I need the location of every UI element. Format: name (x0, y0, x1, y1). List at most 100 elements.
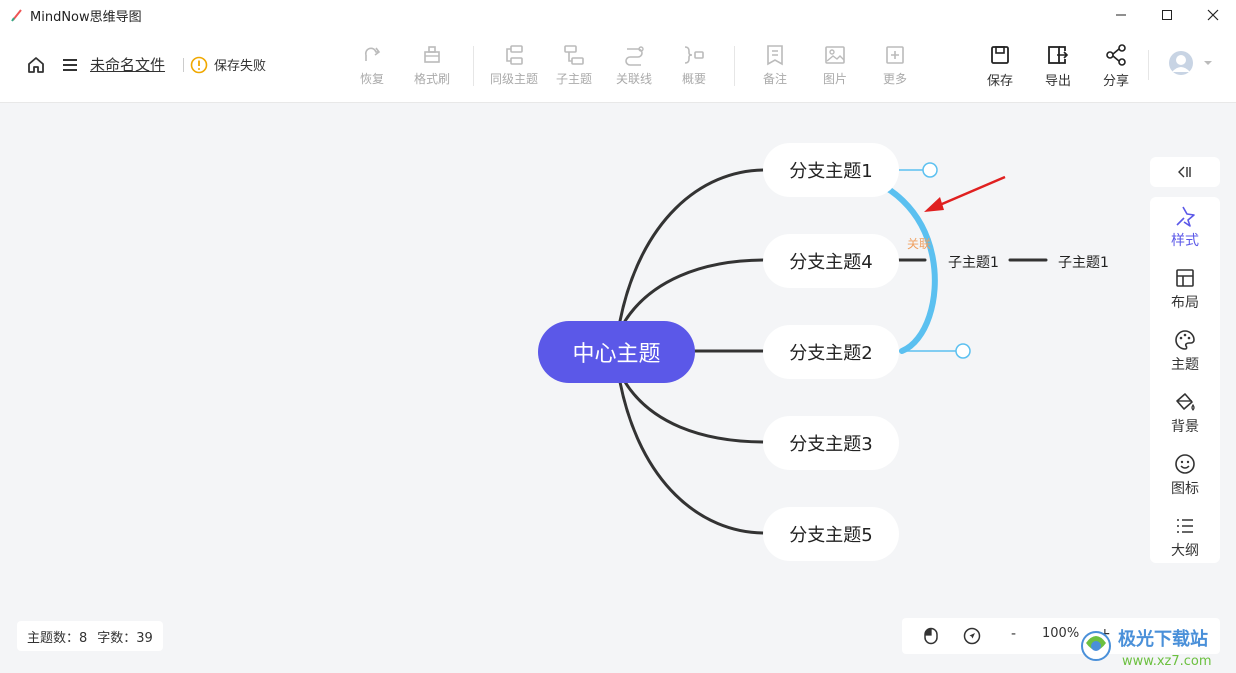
panel-item-label: 大纲 (1171, 543, 1199, 559)
panel-item-outline[interactable]: 大纲 (1150, 515, 1220, 571)
branch-topic-text: 分支主题2 (789, 343, 873, 364)
smiley-icon (1175, 454, 1195, 474)
redo-icon (364, 47, 381, 61)
note-label: 备注 (762, 72, 787, 86)
subtopic-node[interactable]: 子主题1 (948, 255, 999, 271)
outline-icon (1177, 519, 1193, 533)
branch-topic-node[interactable]: 分支主题3 (763, 416, 899, 470)
branch-topic-node[interactable]: 分支主题1 (763, 143, 899, 197)
status-counts: 主题数：8 字数：39 (17, 621, 163, 651)
relation-line-button[interactable]: 关联线 (604, 44, 664, 92)
topic-count: 主题数：8 (27, 630, 88, 646)
export-button[interactable]: 导出 (1028, 44, 1088, 92)
branch-connector-3 (623, 380, 767, 444)
avatar-icon (1169, 51, 1193, 75)
panel-item-background[interactable]: 背景 (1150, 391, 1220, 447)
image-label: 图片 (822, 72, 847, 86)
collapse-icon (1178, 166, 1191, 178)
subtopic-button[interactable]: 子主题 (544, 44, 604, 92)
toolbar-divider (473, 46, 474, 86)
zoom-level: 100% (1042, 626, 1080, 641)
center-topic-node[interactable]: 中心主题 (538, 321, 695, 383)
collapse-panel-button[interactable] (1150, 157, 1220, 187)
toolbar-divider (1148, 50, 1149, 80)
summary-button[interactable]: 概要 (664, 44, 724, 92)
layout-icon (1176, 269, 1194, 287)
relation-handle-1 (922, 162, 938, 178)
sibling-topic-icon (506, 45, 523, 65)
main-toolbar: 未命名文件 保存失败 (0, 30, 1236, 103)
more-icon (886, 46, 904, 64)
branch-topic-text: 分支主题5 (789, 525, 873, 546)
save-label: 保存 (986, 74, 1013, 89)
redo-button[interactable]: 恢复 (342, 44, 402, 92)
format-brush-icon (424, 46, 440, 63)
subtopic-label: 子主题 (555, 72, 592, 86)
file-name-link[interactable]: 未命名文件 (90, 56, 166, 74)
zoom-out-button[interactable]: - (1011, 626, 1017, 642)
maximize-button[interactable] (1144, 0, 1190, 30)
save-status-text: 保存失败 (214, 59, 267, 74)
user-menu[interactable] (1168, 50, 1214, 76)
summary-label: 概要 (681, 72, 706, 86)
sibling-topic-button[interactable]: 同级主题 (484, 44, 544, 92)
panel-item-label: 样式 (1171, 233, 1199, 249)
note-button[interactable]: 备注 (745, 44, 805, 92)
more-button[interactable]: 更多 (865, 44, 925, 92)
share-label: 分享 (1102, 74, 1129, 89)
image-button[interactable]: 图片 (805, 44, 865, 92)
menu-icon[interactable] (62, 57, 78, 73)
palette-icon (1175, 330, 1195, 350)
subtopic-node[interactable]: 子主题1 (1058, 255, 1109, 271)
panel-item-style[interactable]: 样式 (1150, 205, 1220, 261)
branch-topic-text: 分支主题3 (789, 434, 873, 455)
relation-line-icon (625, 46, 644, 66)
export-label: 导出 (1044, 74, 1071, 89)
format-brush-button[interactable]: 格式刷 (402, 44, 462, 92)
panel-item-layout[interactable]: 布局 (1150, 267, 1220, 323)
panel-item-label: 背景 (1171, 419, 1199, 435)
window-title: MindNow思维导图 (30, 9, 142, 25)
branch-connector-5 (618, 380, 767, 535)
share-button[interactable]: 分享 (1086, 44, 1146, 92)
mindmap-connectors (618, 162, 1048, 535)
format-brush-label: 格式刷 (413, 72, 450, 86)
home-icon[interactable] (26, 55, 46, 75)
right-side-panel: 样式 布局 主题 背景 (1150, 197, 1220, 563)
sibling-topic-label: 同级主题 (489, 72, 538, 86)
mouse-mode-icon[interactable] (922, 627, 940, 645)
divider (183, 57, 185, 72)
warning-icon (190, 56, 208, 73)
export-icon (1048, 46, 1069, 64)
branch-topic-node[interactable]: 分支主题2 (763, 325, 899, 379)
branch-topic-node[interactable]: 分支主题5 (763, 507, 899, 561)
word-count: 字数：39 (97, 630, 153, 646)
red-arrow-icon (924, 175, 1006, 212)
subtopic-icon (564, 45, 584, 65)
panel-item-theme[interactable]: 主题 (1150, 329, 1220, 385)
watermark-logo: 极光下载站 www.xz7.com (1081, 628, 1212, 669)
branch-topic-node[interactable]: 分支主题4 (763, 234, 899, 288)
note-icon (767, 45, 783, 66)
mindmap-canvas[interactable]: 中心主题 分支主题1 分支主题4 分支主题2 分支主题3 分支主题5 子主题1 … (0, 102, 1236, 673)
redo-label: 恢复 (359, 72, 384, 86)
watermark-url: www.xz7.com (1122, 654, 1212, 669)
app-logo-icon (11, 9, 22, 22)
relation-label[interactable]: 关联 (907, 237, 932, 251)
relation-handle-2 (955, 343, 971, 359)
minimize-button[interactable] (1098, 0, 1144, 30)
image-icon (825, 46, 845, 64)
save-button[interactable]: 保存 (970, 44, 1030, 92)
more-label: 更多 (882, 72, 907, 86)
close-button[interactable] (1190, 0, 1236, 30)
toolbar-divider (734, 46, 735, 86)
locate-icon[interactable] (963, 627, 981, 645)
minimize-icon (1116, 14, 1126, 16)
save-icon (991, 46, 1009, 64)
summary-icon (684, 46, 704, 64)
chevron-down-icon (1204, 61, 1212, 65)
panel-item-icons[interactable]: 图标 (1150, 453, 1220, 509)
panel-item-label: 图标 (1171, 481, 1199, 497)
branch-connector-4 (623, 258, 767, 323)
branch-connector-1 (618, 168, 767, 323)
